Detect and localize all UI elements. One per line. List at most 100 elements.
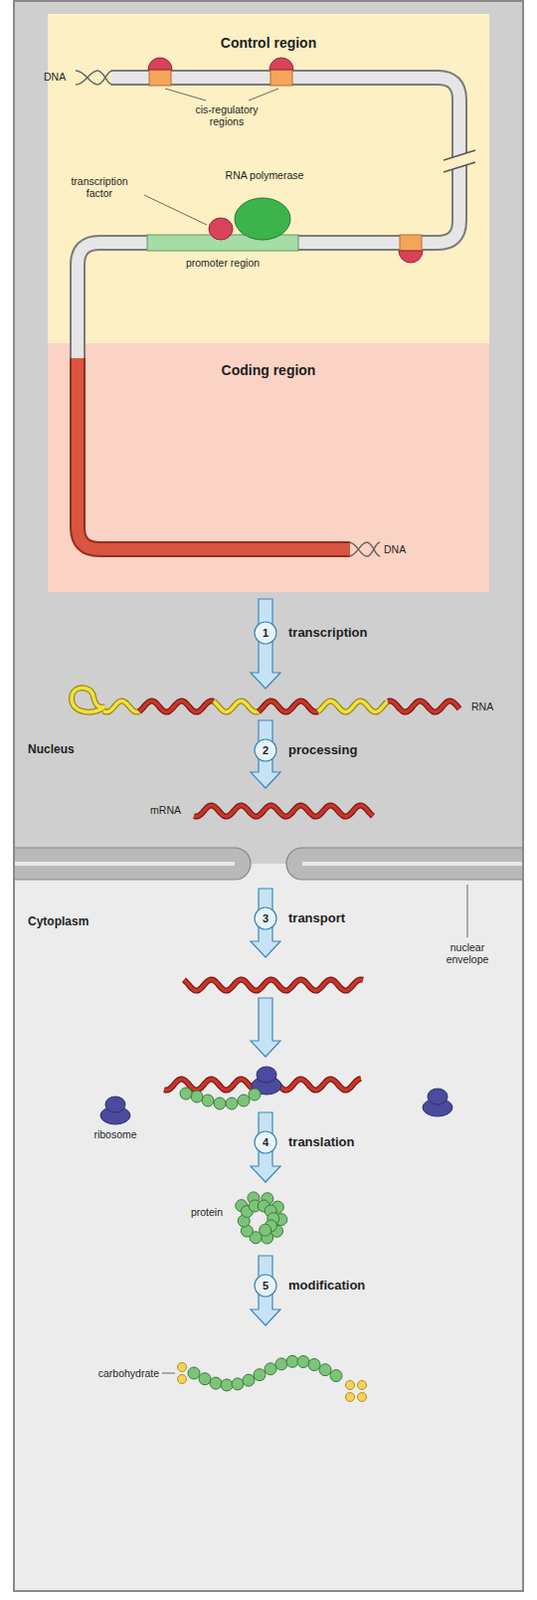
rna-strand <box>183 978 363 990</box>
carbohydrate-dot <box>358 1392 367 1402</box>
amino-acid-bead <box>253 1368 266 1381</box>
leader-line <box>165 88 206 101</box>
process-arrow <box>250 1111 281 1182</box>
part-label: ribosome <box>75 1127 156 1140</box>
amino-acid-bead <box>231 1377 244 1390</box>
amino-acid-bead <box>286 1354 299 1367</box>
rna-strand <box>193 804 373 816</box>
transcription-factor <box>208 217 233 240</box>
amino-acid-bead <box>259 1223 272 1236</box>
dna-helix-end <box>349 541 380 556</box>
part-label: promoter region <box>158 256 288 269</box>
part-label: nuclear envelope <box>429 940 506 965</box>
step-label: translation <box>288 1133 418 1150</box>
region-label: Nucleus <box>27 740 75 757</box>
dna-helix-end <box>75 70 380 556</box>
part-label: protein <box>143 1205 223 1218</box>
region-fill <box>13 0 524 864</box>
region-label: Coding region <box>47 360 490 379</box>
cis-regulatory-box <box>149 69 172 86</box>
nuclear-envelope <box>13 861 235 866</box>
nucleus-region: NucleusControl regionCoding region <box>13 0 524 864</box>
process-arrow <box>250 888 281 957</box>
step-circle <box>254 1130 277 1153</box>
amino-acid-bead <box>237 1093 250 1106</box>
region-fill <box>47 343 490 592</box>
panel-frame <box>13 0 524 1591</box>
regulatory-protein <box>148 57 173 70</box>
region-fill <box>13 863 524 1591</box>
rna-strand <box>139 700 214 712</box>
amino-acid-bead <box>242 1373 255 1386</box>
dna-break <box>443 150 476 173</box>
amino-acid-bead <box>198 1372 211 1385</box>
dna-tube <box>77 358 351 549</box>
ribosome-symbol <box>256 1066 277 1082</box>
cis-regulatory-box <box>149 69 422 251</box>
step-circle <box>254 738 277 761</box>
rna-strand <box>318 700 387 712</box>
part-label: DNA <box>383 542 424 555</box>
region-label: Cytoplasm <box>27 912 89 929</box>
amino-acid-bead <box>319 1363 332 1376</box>
amino-acid-bead <box>209 1376 222 1389</box>
amino-acid-bead <box>179 1086 343 1391</box>
dna-helix-end <box>349 541 380 556</box>
part-label: carbohydrate <box>59 1366 160 1379</box>
amino-acid-bead <box>187 1366 200 1379</box>
rna-strand <box>258 700 319 712</box>
dna-tube <box>77 77 460 549</box>
leader-line <box>467 884 469 937</box>
rna-strand <box>103 700 140 712</box>
rna-strand <box>213 700 259 712</box>
cytoplasm-region: Cytoplasm <box>13 863 524 1591</box>
transcription-factor <box>208 217 233 240</box>
rna-strand <box>103 700 460 1089</box>
dna-break <box>443 150 476 161</box>
leader-line <box>144 88 468 1373</box>
dna-tube <box>77 77 460 360</box>
callout-number: 1 <box>254 624 277 641</box>
rna-strand <box>318 700 387 712</box>
rna-polymerase <box>234 197 291 240</box>
part-label: RNA <box>471 700 512 713</box>
panel-frame <box>13 0 524 1591</box>
cis-regulatory-box <box>399 234 422 251</box>
process-arrow <box>250 1254 281 1325</box>
nuclear-envelope <box>13 847 251 880</box>
step-circle <box>254 621 277 644</box>
dna-break <box>443 150 476 173</box>
dna-tube <box>77 77 460 360</box>
nuclear-envelope <box>13 847 524 880</box>
step-circle <box>254 906 277 929</box>
rna-loop <box>71 687 106 712</box>
carbohydrate-dot <box>346 1392 356 1402</box>
carbohydrate-dot <box>346 1380 356 1390</box>
part-label: cis-regulatory regions <box>180 103 273 128</box>
regulatory-protein <box>148 57 423 263</box>
rna-strand <box>213 700 259 712</box>
callout-number: 3 <box>254 909 277 926</box>
process-arrow <box>250 719 281 788</box>
rna-strand <box>183 978 363 990</box>
rna-loop <box>71 687 106 712</box>
coding-region-band: Coding region <box>47 343 490 592</box>
process-arrow <box>250 598 281 689</box>
rna-strand <box>193 804 373 816</box>
amino-acid-bead <box>179 1086 192 1099</box>
amino-acid-bead <box>225 1096 238 1109</box>
amino-acid-bead <box>201 1093 214 1106</box>
step-circle <box>254 1273 277 1296</box>
callout-number: 4 <box>254 1133 277 1150</box>
leader-line <box>248 88 279 101</box>
callout-number: 2 <box>254 741 277 758</box>
dna-helix-end <box>75 70 113 85</box>
rna-loop <box>71 687 106 712</box>
carbohydrate-dot <box>178 1374 187 1384</box>
leader-line <box>144 194 207 225</box>
cis-regulatory-box <box>270 69 293 86</box>
ribosome-symbol <box>427 1087 448 1104</box>
amino-acid-bead <box>330 1369 343 1382</box>
dna-tube <box>77 358 351 549</box>
